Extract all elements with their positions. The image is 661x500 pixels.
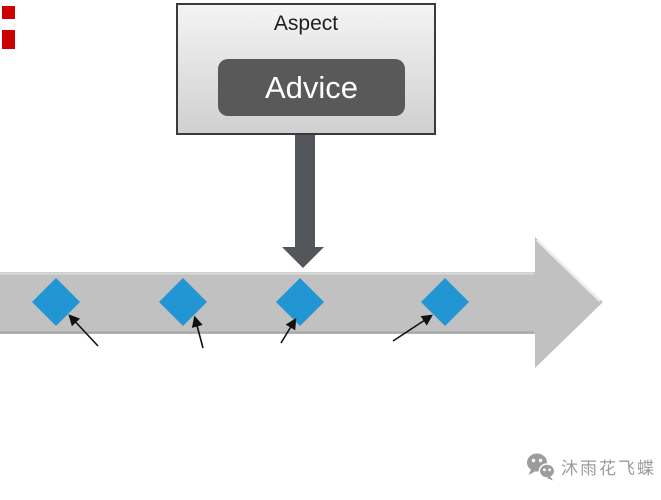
weaving-down-arrow: [282, 135, 324, 268]
red-artifact-square-2: [2, 30, 15, 49]
watermark-text: 沐雨花飞蝶: [561, 458, 656, 478]
joinpoint-diamond-3: [276, 278, 324, 326]
aspect-title: Aspect: [273, 12, 339, 35]
watermark: 沐雨花飞蝶: [525, 451, 656, 481]
joinpoint-diamond-4: [421, 278, 469, 326]
pointer-arrow-3: [280, 317, 297, 344]
wechat-icon: [527, 453, 556, 480]
pointer-arrow-2: [191, 315, 204, 349]
joinpoint-diamond-1: [32, 278, 80, 326]
advice-button[interactable]: Advice: [218, 59, 405, 116]
joinpoint-diamond-2: [159, 278, 207, 326]
aspect-box: Aspect Advice: [176, 3, 436, 135]
flow-arrowhead-sheen: [536, 239, 601, 302]
red-artifact-square-1: [2, 6, 15, 19]
pointer-arrow-1: [68, 314, 99, 347]
pointer-arrow-4: [392, 314, 434, 342]
